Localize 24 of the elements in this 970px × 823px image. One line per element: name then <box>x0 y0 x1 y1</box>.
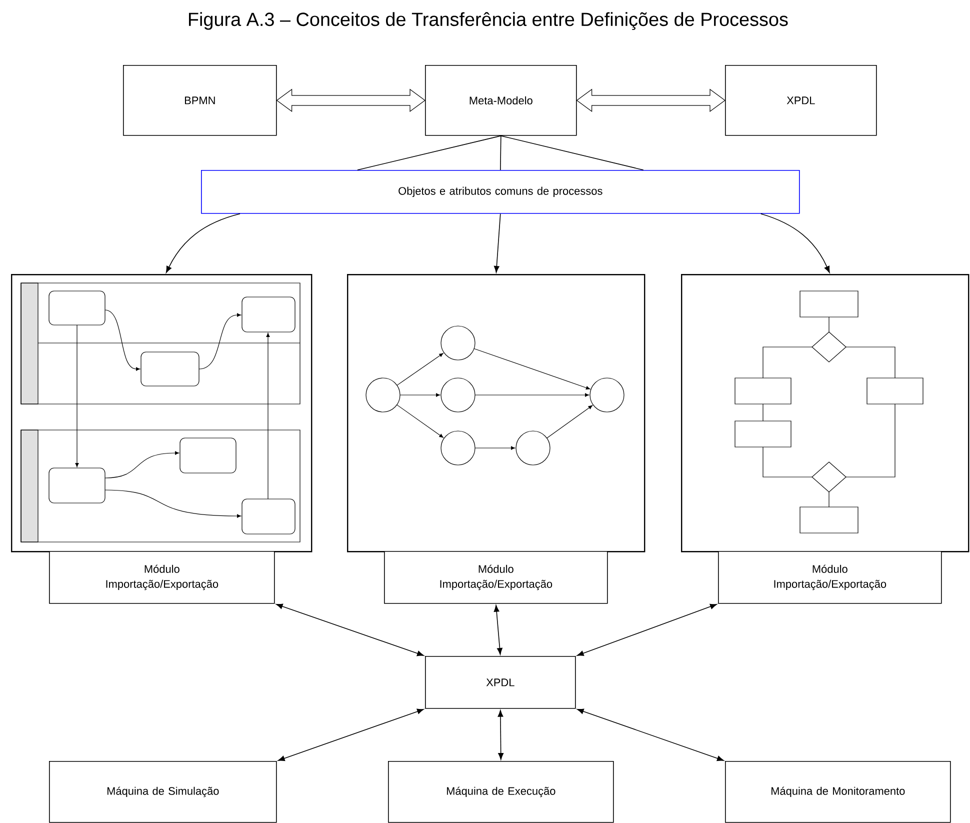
banner-box: Objetos e atributos comuns de processos <box>201 170 800 214</box>
double-arrow <box>576 708 724 762</box>
process-box: XPDL <box>425 656 576 709</box>
connector-line <box>500 135 644 170</box>
double-arrow <box>278 708 424 762</box>
module-box: Módulo Importação/Exportação <box>49 551 275 604</box>
double-arrow <box>494 605 502 655</box>
engine-box: Máquina de Simulação <box>49 761 277 823</box>
module-box: Módulo Importação/Exportação <box>384 551 608 604</box>
arrow <box>494 213 501 273</box>
process-box: Meta-Modelo <box>425 65 577 136</box>
connector-line <box>357 135 502 170</box>
double-arrow <box>498 710 504 760</box>
engine-box: Máquina de Execução <box>388 761 614 823</box>
double-arrow <box>276 604 424 656</box>
arrow <box>166 213 240 273</box>
figure-title: Figura A.3 – Conceitos de Transferência entre Definições de Processos <box>189 12 788 30</box>
engine-box: Máquina de Monitoramento <box>725 761 951 823</box>
double-arrow <box>576 604 717 656</box>
arrow <box>760 213 830 273</box>
module-box: Módulo Importação/Exportação <box>718 551 942 604</box>
process-box: XPDL <box>725 65 877 136</box>
process-box: BPMN <box>123 65 277 136</box>
connector-line <box>500 135 502 170</box>
